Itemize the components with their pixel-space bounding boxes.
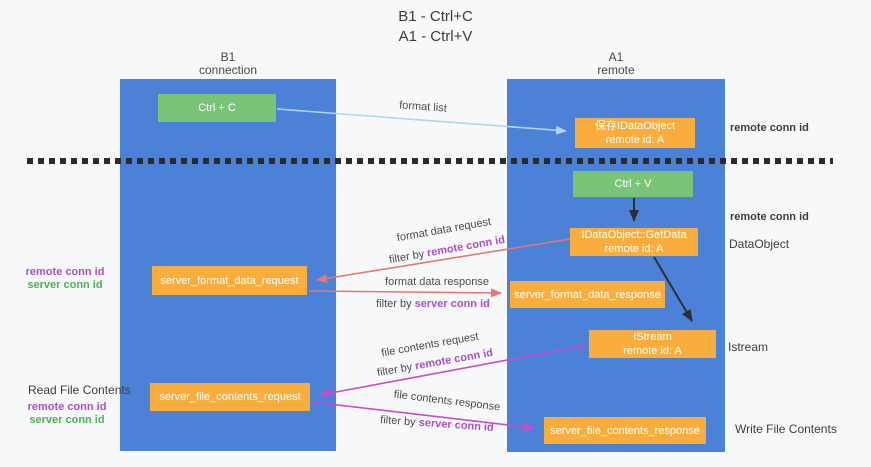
getdata-line2: remote id: A <box>604 243 664 255</box>
save-idataobject-node: 保存IDataObject remote id: A <box>575 118 695 148</box>
idataobject-getdata-node: IDataObject::GetData remote id: A <box>570 228 698 256</box>
server-conn-id-label-bottom-left: server conn id <box>29 414 105 426</box>
server-file-contents-request-node: server_file_contents_request <box>150 383 310 411</box>
save-idataobject-line2: remote id: A <box>605 134 665 146</box>
title-line-2: A1 - Ctrl+V <box>398 28 473 45</box>
title-line-1: B1 - Ctrl+C <box>398 8 473 25</box>
istream-side-label: Istream <box>728 340 769 354</box>
remote-conn-id-label-top-right: remote conn id <box>730 122 809 134</box>
file-contents-response-filter-label: filter by server conn id <box>352 411 523 437</box>
remote-conn-id-label-mid-right: remote conn id <box>730 211 809 223</box>
server-format-data-response-node: server_format_data_response <box>510 281 665 308</box>
server-file-contents-request-label: server_file_contents_request <box>159 391 301 403</box>
format-list-label: format list <box>398 99 448 115</box>
server-file-contents-response-node: server_file_contents_response <box>544 417 706 444</box>
b1-column-header: B1 connection <box>120 51 336 77</box>
server-conn-id-label-mid-left: server conn id <box>27 279 103 291</box>
write-file-contents-label: Write File Contents <box>735 422 837 436</box>
ctrl-c-node: Ctrl + C <box>158 94 276 122</box>
server-conn-id-text: server conn id <box>418 416 495 434</box>
getdata-line1: IDataObject::GetData <box>581 229 687 241</box>
filter-by-text: filter by <box>388 248 426 267</box>
istream-line2: remote id: A <box>623 345 682 357</box>
format-data-response-arrow <box>308 288 502 298</box>
a1-column-name: A1 <box>608 50 624 64</box>
file-contents-response-label: file contents response <box>393 388 501 414</box>
filter-by-text: filter by <box>376 361 414 380</box>
istream-line1: IStream <box>633 331 672 343</box>
diagram-title: B1 - Ctrl+C A1 - Ctrl+V <box>0 7 871 47</box>
b1-column-subtitle: connection <box>198 63 258 77</box>
format-data-response-filter-label: filter by server conn id <box>348 297 518 311</box>
conn-id-group-bottom-left: remote conn id server conn id <box>27 401 107 427</box>
istream-node: IStream remote id: A <box>589 330 716 358</box>
dataobject-side-label: DataObject <box>729 237 790 251</box>
read-file-contents-label: Read File Contents <box>28 383 131 397</box>
server-format-data-request-label: server_format_data_request <box>160 274 299 287</box>
format-data-response-label: format data response <box>385 276 489 288</box>
a1-column-subtitle: remote <box>597 63 635 77</box>
b1-column-name: B1 <box>220 50 236 64</box>
server-format-data-response-label: server_format_data_response <box>514 288 661 301</box>
remote-conn-id-label-mid-left: remote conn id <box>25 266 105 278</box>
server-file-contents-response-label: server_file_contents_response <box>550 424 700 437</box>
remote-conn-id-label-bottom-left: remote conn id <box>27 401 107 413</box>
a1-column-header: A1 remote <box>507 51 725 77</box>
ctrl-v-node: Ctrl + V <box>573 171 693 197</box>
ctrl-c-label: Ctrl + C <box>198 102 236 114</box>
ctrl-v-label: Ctrl + V <box>614 178 652 190</box>
clipboard-boundary-dashed-line <box>27 158 833 164</box>
filter-by-text: filter by <box>376 298 412 310</box>
server-conn-id-text: server conn id <box>414 298 490 310</box>
filter-by-text: filter by <box>379 414 417 429</box>
server-format-data-request-node: server_format_data_request <box>152 266 307 295</box>
conn-id-group-mid-left: remote conn id server conn id <box>25 266 105 292</box>
save-idataobject-line1: 保存IDataObject <box>594 120 676 132</box>
